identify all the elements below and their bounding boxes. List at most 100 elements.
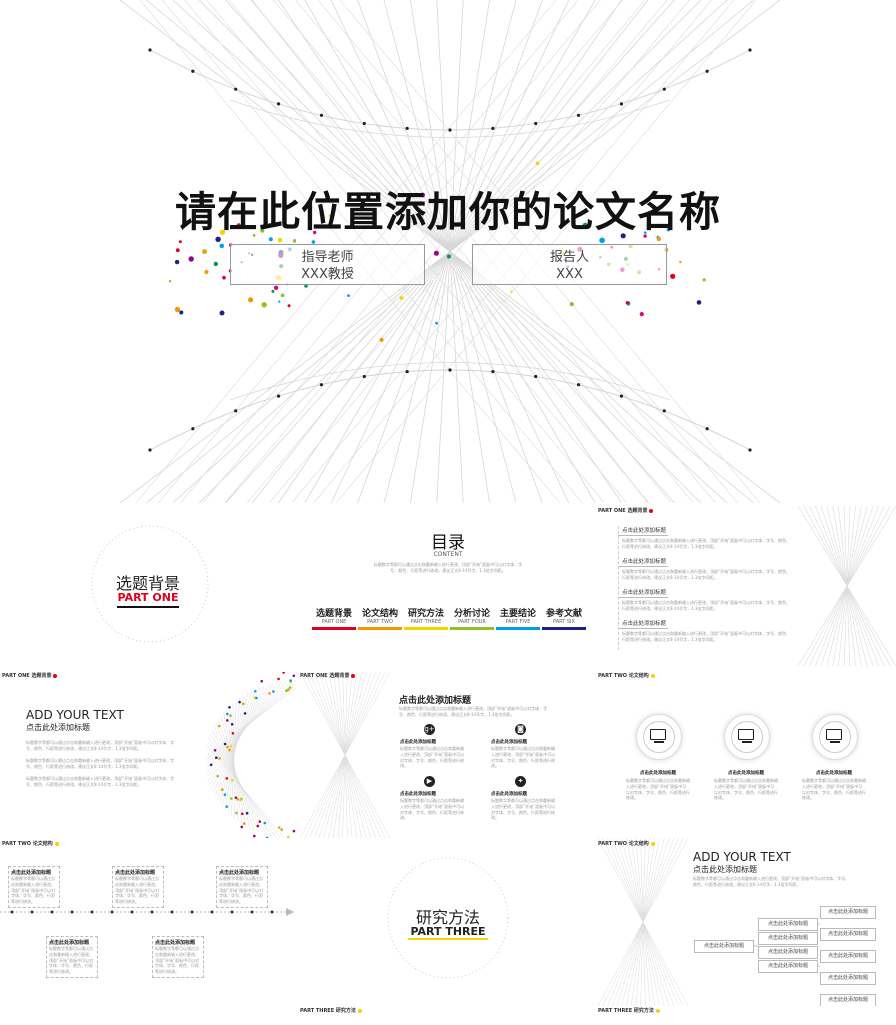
timeline-card[interactable]: 点击此处添加标题标题数字等都可以通过点击和重新输入进行更改，顶部“开始”面板中可… [46,936,98,978]
list-item-rule [618,535,668,536]
dotted-circle [91,525,209,643]
toc-item-subtitle: PART FIVE [505,619,531,625]
part-three-subtitle: PART THREE [410,925,486,938]
toc-item-subtitle: PART THREE [410,619,442,625]
slide-tag: PART TWO 论文结构 [2,840,59,847]
tree-leaf-node[interactable]: 点击此处添加标题 [820,928,876,941]
social-title[interactable]: 点击此处添加标题 [399,696,472,706]
slide-part-one[interactable]: 选题背景 PART ONE [0,506,296,666]
timeline-card-desc: 标题数字等都可以通过点击和重新输入进行更改，顶部“开始”面板中可以对字体、字号、… [155,946,200,975]
list-dashed-rail [618,526,619,650]
tree-root-node[interactable]: 点击此处添加标题 [694,940,754,953]
device-stand [654,741,664,743]
google-plus-icon[interactable]: g+ [424,724,435,735]
tree-mid-node[interactable]: 点击此处添加标题 [758,960,818,973]
toc-desc: 标题数字等都可以通过点击和重新输入进行更改，顶部“开始”面板中可以对字体、字号、… [373,562,523,573]
social-item-title: 点击此处添加标题 [491,792,527,797]
tree-line-net [598,838,820,1006]
list-item-desc: 标题数字等都可以通过点击和重新输入进行更改，顶部“开始”面板中可以对字体、字号、… [622,600,791,611]
slide-social[interactable]: PART ONE 选题背景 点击此处添加标题 标题数字等都可以通过点击和重新输入… [300,672,596,838]
tree-title[interactable]: ADD YOUR TEXT [693,850,791,864]
cover-title[interactable]: 请在此位置添加你的论文名称 [175,188,721,236]
slide-tag: PART TWO 论文结构 [598,672,655,679]
toc-title[interactable]: 目录 [431,533,465,553]
tree-mid-node[interactable]: 点击此处添加标题 [758,918,818,931]
timeline-card-title: 点击此处添加标题 [219,870,260,876]
slide-tag: PART ONE 选题背景 [300,672,356,679]
toc-item-bar [358,627,402,630]
list-item-title[interactable]: 点击此处添加标题 [622,621,667,627]
list-item-title[interactable]: 点击此处添加标题 [622,528,667,534]
timeline-card[interactable]: 点击此处添加标题标题数字等都可以通过点击和重新输入进行更改，顶部“开始”面板中可… [216,866,268,908]
timeline-card[interactable]: 点击此处添加标题标题数字等都可以通过点击和重新输入进行更改，顶部“开始”面板中可… [112,866,164,908]
toc-item-bar [450,627,494,630]
timeline-card-title: 点击此处添加标题 [11,870,52,876]
slide-add-text[interactable]: PART ONE 选题背景 ADD YOUR TEXT 点击此处添加标题 标题数… [0,672,296,838]
youtube-icon[interactable]: ▶ [424,776,435,787]
tree-mid-node[interactable]: 点击此处添加标题 [758,946,818,959]
advisor-label: 指导老师 [301,250,354,265]
list-item-rule [618,628,668,629]
toc-item-subtitle: PART FOUR [458,619,486,625]
device-circle[interactable] [812,714,858,760]
list-item-desc: 标题数字等都可以通过点击和重新输入进行更改，顶部“开始”面板中可以对字体、字号、… [622,569,791,580]
slide-tag: PART ONE 选题背景 [2,672,58,679]
list-item-title[interactable]: 点击此处添加标题 [622,590,667,596]
slide-timeline[interactable]: PART TWO 论文结构 点击此处添加标题标题数字等都可以通过点击和重新输入进… [0,838,296,1006]
slide-devices[interactable]: PART TWO 论文结构 点击此处添加标题标题数字等都可以通过点击和重新输入进… [598,672,896,838]
toc-item-title: 参考文献 [545,609,582,619]
slide-list[interactable]: PART ONE 选题背景 点击此处添加标题标题数字等都可以通过点击和重新输入进… [598,506,896,666]
bottom-tag-left: PART THREE 研究方法 [300,1007,362,1014]
timeline-card-desc: 标题数字等都可以通过点击和重新输入进行更改，顶部“开始”面板中可以对字体、字号、… [115,876,160,905]
advisor-box[interactable]: 指导老师 XXX教授 [230,244,425,285]
tree-leaf-node[interactable]: 点击此处添加标题 [820,950,876,963]
social-item-desc: 标题数字等都可以通过点击和重新输入进行更改，顶部“开始”面板中可以对字体、字号、… [400,798,465,821]
part-three-title[interactable]: 研究方法 [415,908,480,927]
timeline-card[interactable]: 点击此处添加标题标题数字等都可以通过点击和重新输入进行更改，顶部“开始”面板中可… [8,866,60,908]
list-item-desc: 标题数字等都可以通过点击和重新输入进行更改，顶部“开始”面板中可以对字体、字号、… [622,631,791,642]
device-circle[interactable] [724,714,770,760]
toc-item-bar [496,627,540,630]
tree-mid-node[interactable]: 点击此处添加标题 [758,932,818,945]
toc-item-title: 论文结构 [361,609,398,619]
list-item-title[interactable]: 点击此处添加标题 [622,559,667,565]
cover-slide[interactable]: 请在此位置添加你的论文名称 指导老师 XXX教授 报告人 XXX [0,0,896,503]
slide-tag: PART ONE 选题背景 [598,507,654,514]
slide-toc[interactable]: 目录 CONTENT 标题数字等都可以通过点击和重新输入进行更改，顶部“开始”面… [300,506,596,666]
part-one-title[interactable]: 选题背景 [115,574,180,593]
tree-leaf-node[interactable]: 点击此处添加标题 [820,994,876,1006]
social-item-desc: 标题数字等都可以通过点击和重新输入进行更改，顶部“开始”面板中可以对字体、字号、… [491,798,556,821]
slide-part-three[interactable]: 研究方法 PART THREE [300,838,596,1006]
slide-tag: PART TWO 论文结构 [598,840,655,847]
toc-item-title: 主要结论 [499,609,536,619]
device-item-title: 点击此处添加标题 [816,771,852,776]
timeline-card-title: 点击此处添加标题 [115,870,156,876]
instagram-icon[interactable]: ◙ [515,724,526,735]
reporter-box[interactable]: 报告人 XXX [472,244,667,285]
laptop-icon [738,729,754,740]
toc-item-subtitle: PART SIX [553,619,575,625]
addtext-para-3: 标题数字等都可以通过点击和重新输入进行更改，顶部“开始”面板中可以对字体、字号、… [26,776,175,787]
device-circle[interactable] [636,714,682,760]
social-item-desc: 标题数字等都可以通过点击和重新输入进行更改，顶部“开始”面板中可以对字体、字号、… [491,746,556,769]
addtext-para-1: 标题数字等都可以通过点击和重新输入进行更改，顶部“开始”面板中可以对字体、字号、… [26,740,175,751]
twitter-icon[interactable]: ✦ [515,776,526,787]
slide-tree[interactable]: PART TWO 论文结构 ADD YOUR TEXT 点击此处添加标题 标题数… [598,838,896,1006]
tree-leaf-node[interactable]: 点击此处添加标题 [820,972,876,985]
tablet-icon [826,729,842,740]
advisor-name: XXX教授 [301,267,354,282]
social-item-title: 点击此处添加标题 [400,792,436,797]
tree-leaf-node[interactable]: 点击此处添加标题 [820,906,876,919]
device-inner-ring [819,721,851,753]
timeline-line [0,908,296,916]
timeline-card[interactable]: 点击此处添加标题标题数字等都可以通过点击和重新输入进行更改，顶部“开始”面板中可… [152,936,204,978]
addtext-subtitle: 点击此处添加标题 [26,723,90,732]
addtext-title[interactable]: ADD YOUR TEXT [26,708,124,722]
social-item-title: 点击此处添加标题 [491,740,527,745]
